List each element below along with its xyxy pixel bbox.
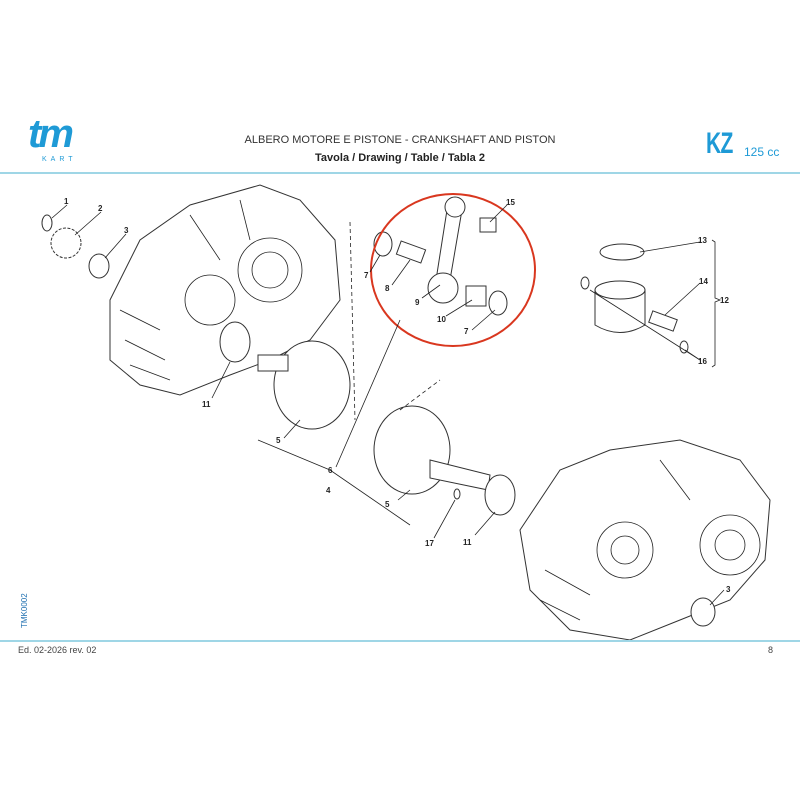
callout-4: 4 (326, 486, 331, 495)
callout-9: 9 (415, 298, 420, 307)
crank-half-left (273, 340, 351, 430)
drawing-number: Tavola / Drawing / Table / Tabla 2 (315, 152, 485, 164)
big-end-bearing-part (465, 285, 487, 307)
callout-11: 11 (202, 400, 211, 409)
oil-seal-part-right (690, 597, 716, 627)
callout-16: 16 (698, 357, 707, 366)
crank-shaft-right (429, 459, 491, 491)
callout-12: 12 (720, 296, 729, 305)
model-label: KZ (706, 127, 733, 160)
connecting-rod-part (435, 209, 463, 281)
callout-3: 3 (124, 226, 129, 235)
callout-3b: 3 (726, 585, 731, 594)
tm-kart-logo: tm KART (28, 114, 94, 170)
group-bracket-4 (257, 439, 411, 526)
callout-1: 1 (64, 197, 69, 206)
document-code: TMK0002 (20, 593, 29, 628)
crank-shaft-left (257, 354, 289, 372)
left-crankcase (109, 184, 341, 396)
callout-17: 17 (425, 539, 434, 548)
logo-text: tm (28, 112, 74, 156)
circlip-part (41, 214, 53, 232)
right-crankcase (519, 439, 771, 641)
callout-2: 2 (98, 204, 103, 213)
group-bracket-12 (711, 239, 722, 368)
callout-14: 14 (699, 277, 708, 286)
oil-seal-part (88, 253, 110, 279)
displacement-label: 125 cc (744, 145, 780, 159)
callout-7: 7 (364, 271, 369, 280)
callout-6: 6 (328, 466, 333, 475)
callout-10: 10 (437, 315, 446, 324)
callout-5: 5 (276, 436, 281, 445)
callout-7b: 7 (464, 327, 469, 336)
washer-part-2 (488, 290, 508, 316)
logo-subtext: KART (42, 156, 77, 163)
callout-8: 8 (385, 284, 390, 293)
page-title: ALBERO MOTORE E PISTONE - CRANKSHAFT AND… (244, 134, 556, 146)
crank-half-right (373, 405, 451, 495)
piston-ring-part (599, 243, 645, 261)
callout-11b: 11 (463, 538, 472, 547)
page-number: 8 (768, 645, 774, 655)
key-part (453, 488, 461, 500)
pin-clip-part (580, 276, 590, 290)
callout-15: 15 (506, 198, 515, 207)
bearing-part-right (484, 474, 516, 516)
callout-13: 13 (698, 236, 707, 245)
piston-pin-part (648, 310, 678, 332)
header-divider (0, 172, 800, 174)
footer-divider (0, 640, 800, 642)
crank-pin-part (395, 240, 427, 264)
edition-label: Ed. 02-2026 rev. 02 (18, 645, 97, 655)
callout-5b: 5 (385, 500, 390, 509)
small-end-bearing-part (479, 217, 497, 233)
bearing-part (219, 321, 251, 363)
gear-part (50, 227, 82, 259)
